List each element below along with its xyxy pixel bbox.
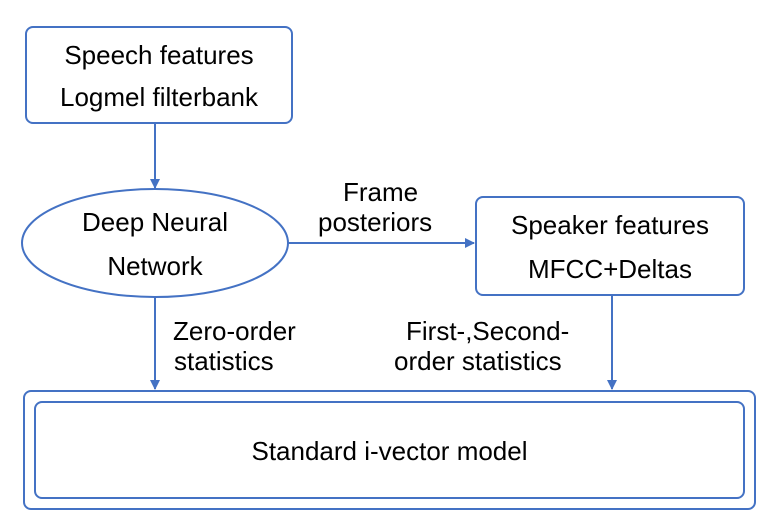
zero-order-label-line2: statistics: [174, 346, 274, 376]
speaker-features-title: Speaker features: [510, 210, 709, 240]
first-second-order-label-line1: First-,Second-: [406, 316, 570, 346]
dnn-label-line1: Deep Neural: [82, 207, 228, 237]
first-second-order-label-line2: order statistics: [394, 346, 562, 376]
ivector-model-box: Standard i-vector model: [34, 401, 745, 499]
frame-posteriors-label-line2: posteriors: [318, 207, 433, 237]
speech-features-box: Speech features Logmel filterbank: [25, 26, 293, 124]
frame-posteriors-label-line1: Frame: [343, 177, 419, 207]
ivector-model-label: Standard i-vector model: [251, 436, 528, 466]
dnn-label-line2: Network: [107, 251, 203, 281]
speaker-features-subtitle: MFCC+Deltas: [528, 254, 692, 284]
speech-features-title: Speech features: [64, 40, 254, 70]
speaker-features-box: Speaker features MFCC+Deltas: [475, 196, 745, 296]
zero-order-label-line1: Zero-order: [173, 316, 296, 346]
speech-features-subtitle: Logmel filterbank: [60, 82, 258, 112]
